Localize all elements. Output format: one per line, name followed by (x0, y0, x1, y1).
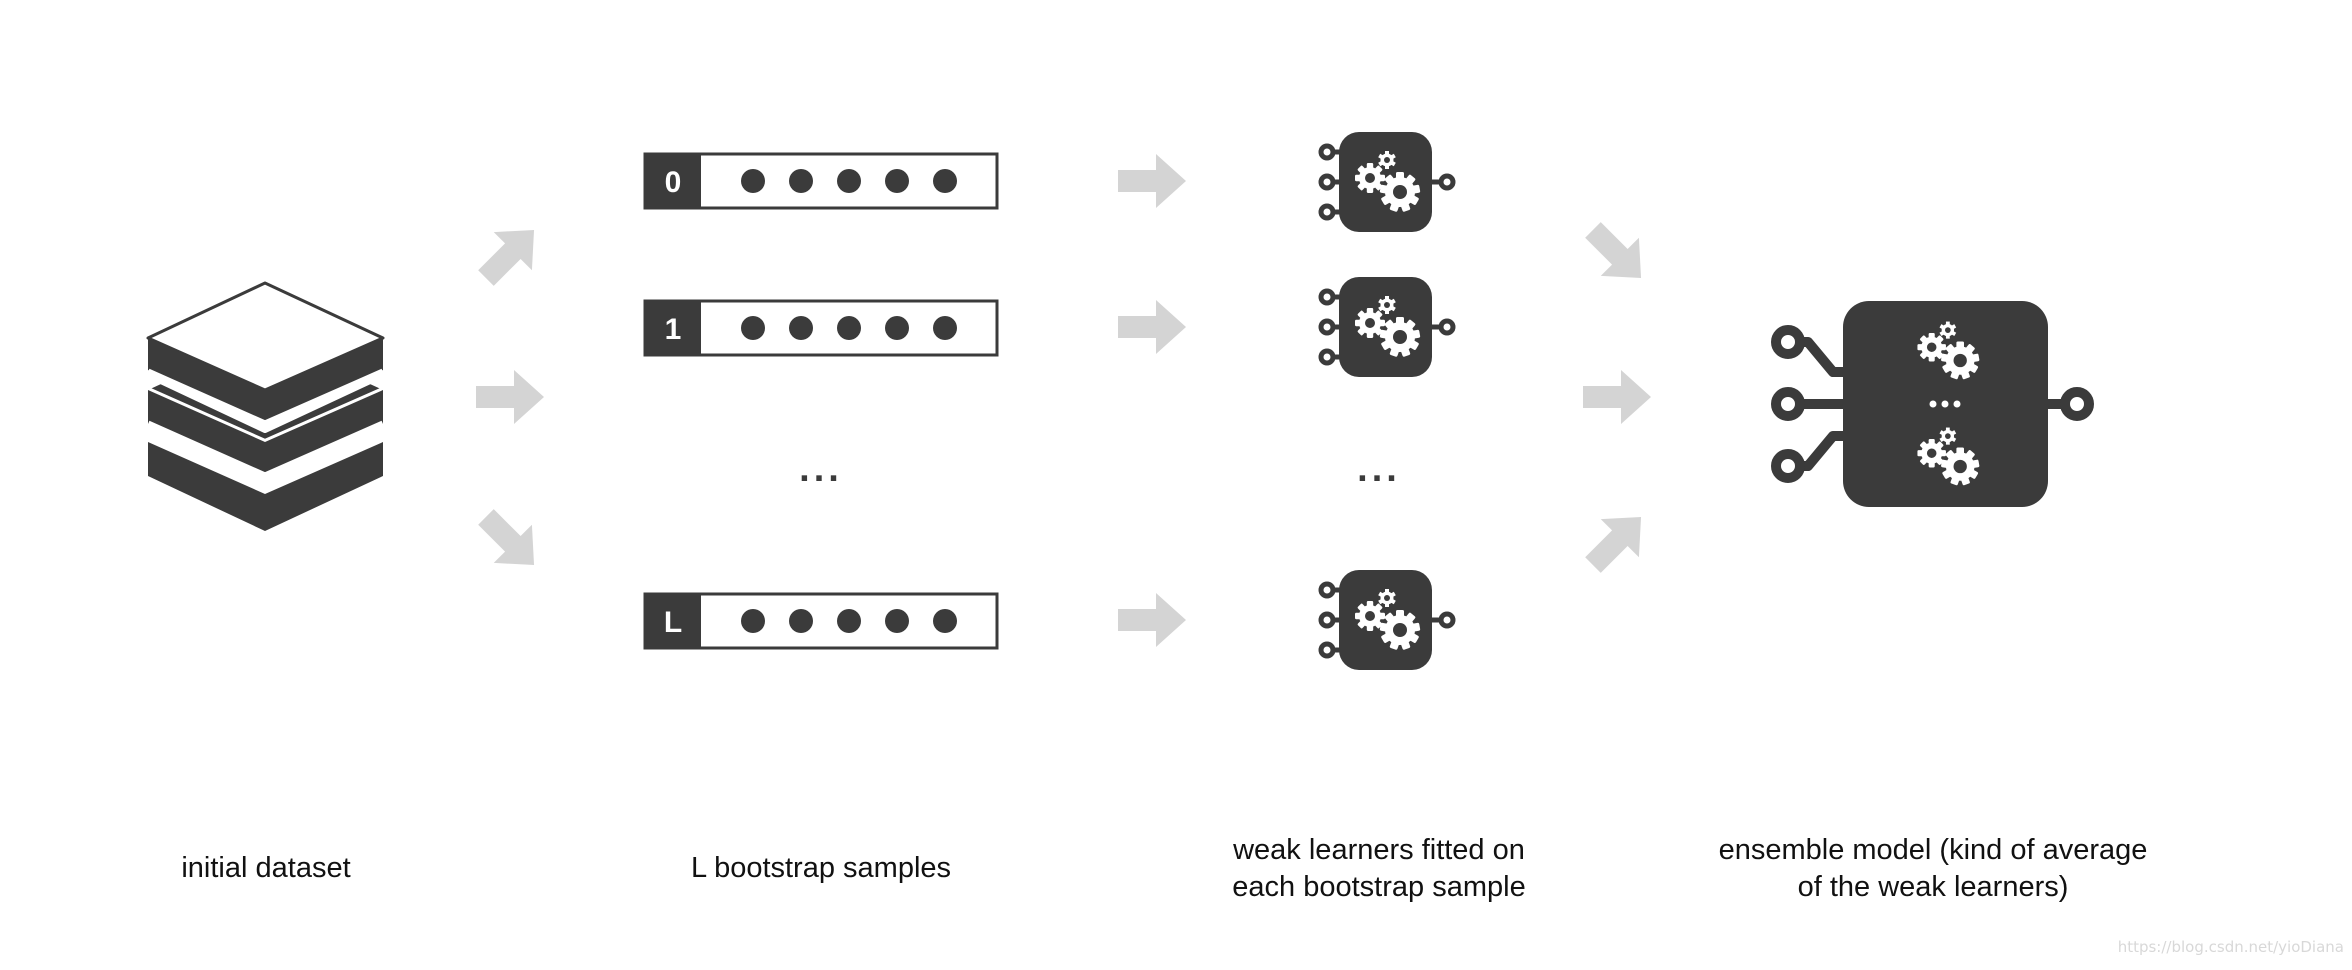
arrow-right-icon (1118, 300, 1186, 354)
watermark: https://blog.csdn.net/yioDiana (2117, 938, 2344, 956)
caption-line: each bootstrap sample (1232, 871, 1526, 903)
sample-index-label: 0 (665, 166, 682, 199)
sample-index-label: L (664, 606, 682, 639)
arrow-right-icon (1118, 154, 1186, 208)
sample-bar: 1 (643, 299, 999, 357)
arrow-down-right-icon (1573, 210, 1661, 298)
caption-bootstrap-samples: L bootstrap samples (561, 850, 1081, 887)
arrow-up-right-icon (1573, 497, 1661, 585)
ensemble-model-icon (1771, 301, 2094, 507)
sample-bar: L (643, 592, 999, 650)
sample-bar: 0 (643, 152, 999, 210)
weak-learner-icon (1321, 277, 1453, 377)
arrow-right-icon (476, 370, 544, 424)
arrow-right-icon (1583, 370, 1651, 424)
caption-initial-dataset: initial dataset (6, 850, 526, 887)
arrow-up-right-icon (466, 210, 554, 298)
samples-ellipsis: ... (799, 448, 843, 490)
weak-learner-icon (1321, 570, 1453, 670)
caption-line: L bootstrap samples (690, 852, 952, 884)
dataset-stack-icon (145, 281, 386, 531)
learners-ellipsis: ... (1357, 448, 1401, 490)
caption-line: weak learners fitted on (1233, 834, 1525, 866)
weak-learner-icon (1321, 132, 1453, 232)
caption-line: initial dataset (181, 852, 351, 884)
arrow-right-icon (1118, 593, 1186, 647)
caption-line: of the weak learners) (1797, 871, 2069, 903)
caption-ensemble-model: ensemble model (kind of average of the w… (1673, 832, 2193, 906)
caption-line: ensemble model (kind of average (1718, 834, 2148, 866)
sample-index-label: 1 (665, 313, 682, 346)
arrow-down-right-icon (466, 497, 554, 585)
caption-weak-learners: weak learners fitted on each bootstrap s… (1119, 832, 1639, 906)
